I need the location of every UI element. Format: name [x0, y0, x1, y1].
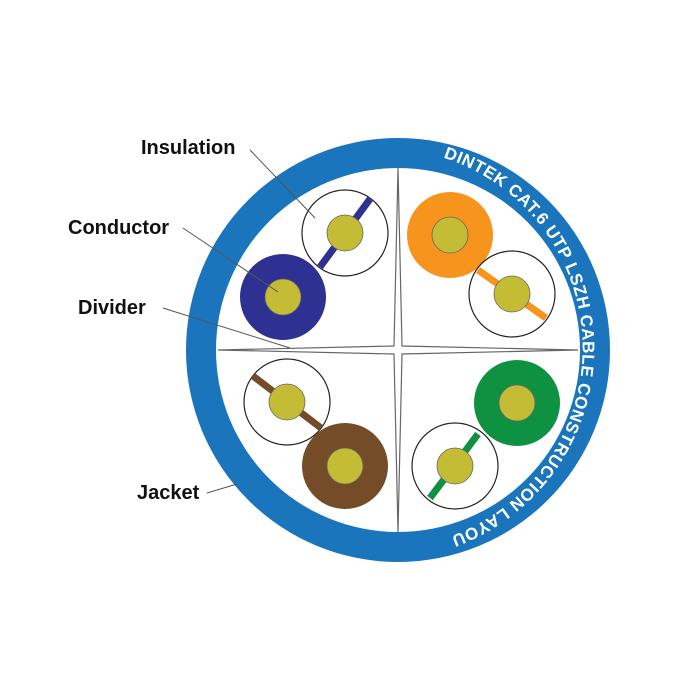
- orange-white-conductor: [493, 275, 531, 313]
- divider-cross: [217, 167, 579, 533]
- blue-white-conductor: [326, 214, 364, 252]
- divider-leader: [162, 307, 291, 349]
- conductor-leader: [182, 227, 279, 293]
- insulation-leader: [249, 149, 316, 219]
- green-white-conductor: [436, 447, 474, 485]
- jacket-label: Jacket: [137, 482, 200, 504]
- conductor-label: Conductor: [68, 217, 169, 239]
- blue-conductor: [264, 278, 302, 316]
- orange-pair: [407, 192, 556, 338]
- brown-pair: [243, 358, 388, 509]
- insulation-label: Insulation: [141, 137, 235, 159]
- jacket-leader: [206, 483, 238, 494]
- brown-white-conductor: [268, 383, 306, 421]
- divider-label: Divider: [78, 297, 146, 319]
- green-conductor: [498, 384, 536, 422]
- brown-conductor: [326, 447, 364, 485]
- green-pair: [411, 360, 560, 510]
- orange-conductor: [431, 216, 469, 254]
- blue-pair: [240, 189, 389, 340]
